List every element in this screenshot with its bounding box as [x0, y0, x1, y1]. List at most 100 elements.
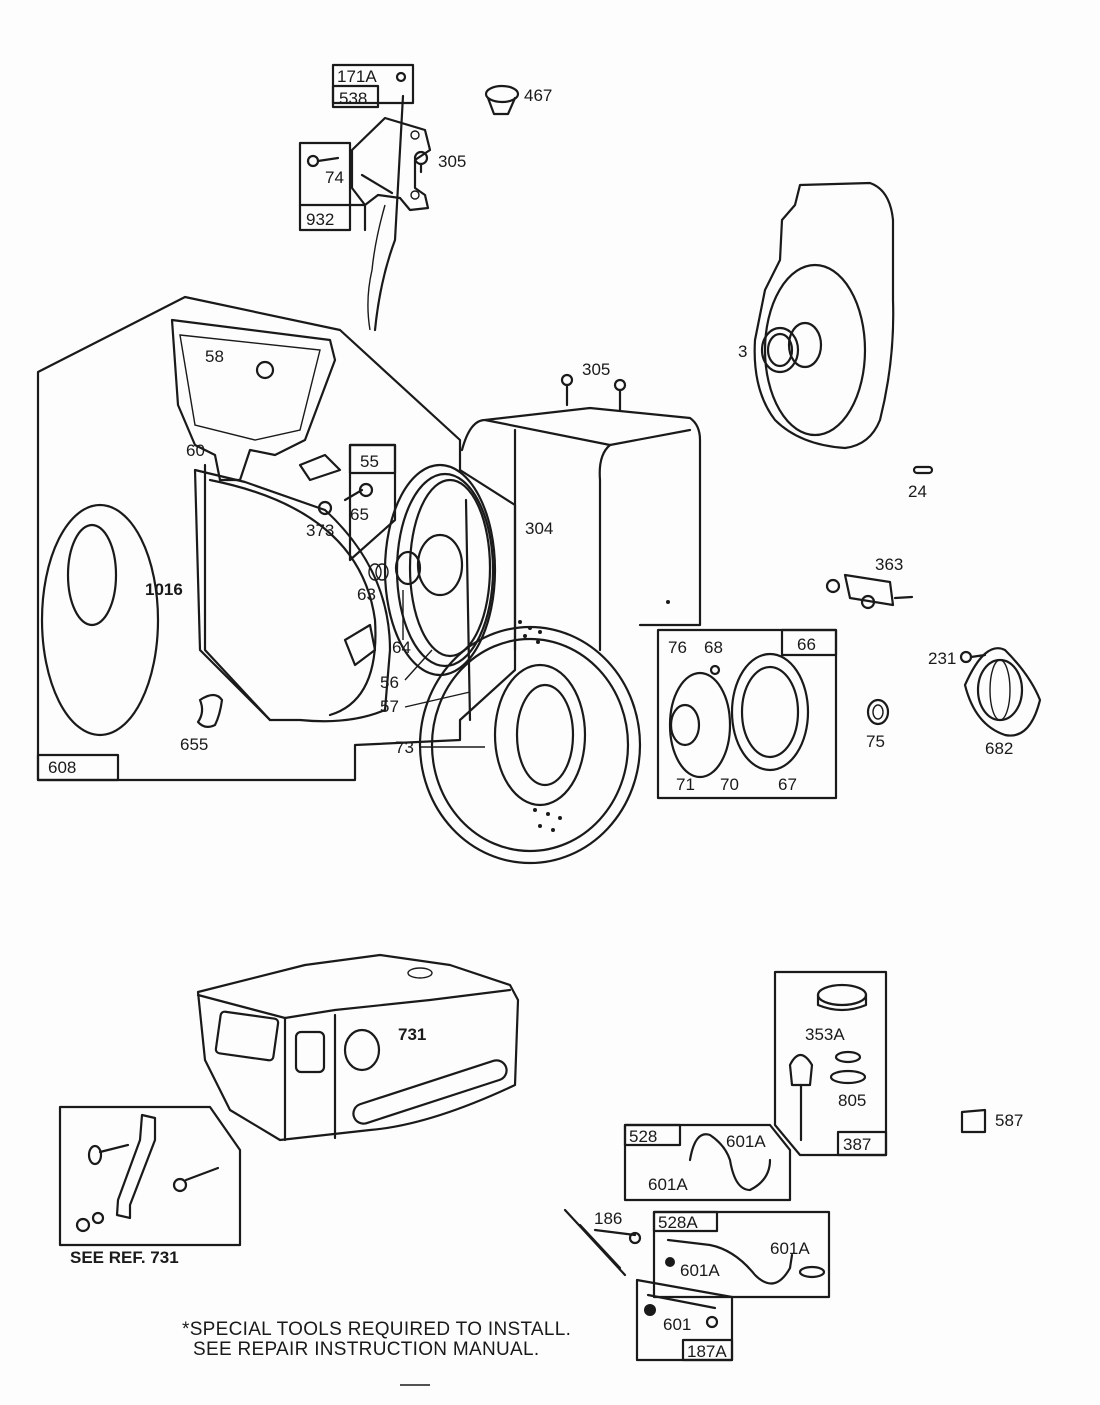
fitting-186-group: 186 — [563, 1208, 642, 1277]
label-601A-2[interactable]: 601A — [648, 1175, 688, 1194]
screen-1016 — [40, 503, 160, 737]
bracket-icon — [115, 1113, 157, 1220]
box-171A — [331, 63, 415, 105]
flywheel-plate — [418, 625, 642, 865]
box-608 — [36, 753, 120, 782]
label-601[interactable]: 601 — [663, 1315, 691, 1334]
label-587[interactable]: 587 — [995, 1111, 1023, 1130]
label-805[interactable]: 805 — [838, 1091, 866, 1110]
label-305-shroud[interactable]: 305 — [582, 360, 610, 379]
fuel-tank-group: 731 — [196, 953, 520, 1142]
label-66[interactable]: 66 — [797, 635, 816, 654]
starter-rope — [464, 498, 472, 722]
label-304[interactable]: 304 — [525, 519, 553, 538]
dipstick-group: 387 353A 805 — [773, 970, 888, 1157]
gasket-682 — [963, 647, 1042, 737]
screw-icon — [395, 71, 407, 83]
label-70[interactable]: 70 — [720, 775, 739, 794]
control-cable — [373, 94, 405, 332]
cap-353A — [816, 983, 868, 1007]
blower-grill — [170, 318, 337, 482]
label-57[interactable]: 57 — [380, 697, 399, 716]
starter-pulley-group: 63 64 56 57 73 — [357, 463, 497, 757]
blower-housing-group: 608 1016 58 60 55 373 65 655 — [36, 295, 517, 782]
label-601A-4[interactable]: 601A — [680, 1261, 720, 1280]
label-60[interactable]: 60 — [186, 441, 205, 460]
knob-467 — [484, 84, 520, 104]
box-66 — [656, 628, 838, 800]
label-608[interactable]: 608 — [48, 758, 76, 777]
label-305-top[interactable]: 305 — [438, 152, 466, 171]
right-parts-group: 24 363 75 682 231 587 — [825, 465, 1042, 1134]
label-3[interactable]: 3 — [738, 342, 747, 361]
label-74[interactable]: 74 — [325, 168, 344, 187]
label-467[interactable]: 467 — [524, 86, 552, 105]
label-171A[interactable]: 171A — [337, 67, 377, 86]
label-67[interactable]: 67 — [778, 775, 797, 794]
fuel-line-528A-group: 528A 601A 601A — [652, 1210, 831, 1299]
starter-pulley — [383, 463, 497, 677]
see-ref-731-note[interactable]: SEE REF. 731 — [70, 1248, 179, 1267]
fuel-line-187A-group: 187A 601 — [635, 1278, 734, 1362]
clip-655 — [196, 693, 224, 729]
box-528A — [652, 1210, 831, 1299]
nut-373 — [317, 500, 333, 516]
key-24 — [912, 465, 934, 475]
bracket-icon — [343, 623, 377, 667]
label-55[interactable]: 55 — [360, 452, 379, 471]
label-387[interactable]: 387 — [843, 1135, 871, 1154]
label-58[interactable]: 58 — [205, 347, 224, 366]
label-353A[interactable]: 353A — [805, 1025, 845, 1044]
tank-bracket-group: SEE REF. 731 — [58, 1105, 242, 1267]
shroud-304 — [460, 406, 702, 627]
label-76[interactable]: 76 — [668, 638, 687, 657]
throttle-bracket — [350, 116, 432, 212]
label-731[interactable]: 731 — [398, 1025, 426, 1044]
label-528A[interactable]: 528A — [658, 1213, 698, 1232]
clamp-587 — [960, 1108, 987, 1134]
crankcase-cover-3 — [753, 181, 895, 450]
fin-dots — [518, 620, 562, 832]
seal-75 — [866, 698, 890, 726]
starter-clutch-group: 66 76 68 71 70 67 — [656, 628, 838, 800]
label-56[interactable]: 56 — [380, 673, 399, 692]
bolt-icon — [87, 1144, 103, 1166]
label-932[interactable]: 932 — [306, 210, 334, 229]
box-538 — [331, 84, 380, 109]
washer-63 — [368, 563, 382, 581]
label-68[interactable]: 68 — [704, 638, 723, 657]
label-71[interactable]: 71 — [676, 775, 695, 794]
label-75[interactable]: 75 — [866, 732, 885, 751]
label-65[interactable]: 65 — [350, 505, 369, 524]
label-231[interactable]: 231 — [928, 649, 956, 668]
label-538[interactable]: 538 — [339, 89, 367, 108]
dipstick-cap — [788, 1053, 814, 1087]
label-601A-3[interactable]: 601A — [770, 1239, 810, 1258]
label-601A-1[interactable]: 601A — [726, 1132, 766, 1151]
fuel-tank-731 — [196, 953, 520, 1142]
label-186[interactable]: 186 — [594, 1209, 622, 1228]
bolt-icon — [306, 154, 320, 168]
crankcase-cover-group: 3 — [738, 181, 895, 450]
special-tools-note: *SPECIAL TOOLS REQUIRED TO INSTALL. — [182, 1319, 571, 1340]
blower-housing-body — [193, 468, 392, 723]
fuel-line-528-group: 528 601A 601A — [623, 1123, 792, 1202]
label-24[interactable]: 24 — [908, 482, 927, 501]
label-73[interactable]: 73 — [395, 738, 414, 757]
label-373[interactable]: 373 — [306, 521, 334, 540]
housing-67 — [730, 652, 810, 772]
label-682[interactable]: 682 — [985, 739, 1013, 758]
label-655[interactable]: 655 — [180, 735, 208, 754]
label-63[interactable]: 63 — [357, 585, 376, 604]
shroud-group: 304 305 — [418, 360, 702, 865]
bracket-icon — [298, 453, 342, 482]
bracket-363 — [843, 573, 895, 607]
label-528[interactable]: 528 — [629, 1127, 657, 1146]
label-187A[interactable]: 187A — [687, 1342, 727, 1361]
label-1016[interactable]: 1016 — [145, 580, 183, 599]
label-64[interactable]: 64 — [392, 638, 411, 657]
repair-manual-note: SEE REPAIR INSTRUCTION MANUAL. — [193, 1339, 539, 1360]
label-363[interactable]: 363 — [875, 555, 903, 574]
throttle-control-group: 171A 538 932 74 305 467 — [298, 63, 552, 332]
